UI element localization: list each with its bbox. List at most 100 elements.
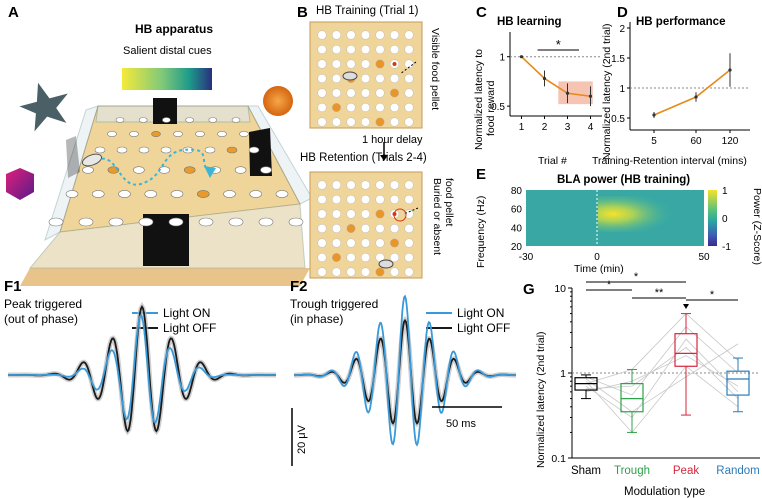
hole	[317, 238, 327, 248]
f2-line1: Trough triggered	[290, 297, 379, 311]
svg-text:Normalized latency (2nd trial): Normalized latency (2nd trial)	[601, 23, 613, 160]
panel-c-label: C	[476, 4, 487, 21]
g-paired-line	[585, 346, 739, 399]
f1-light-off-trace	[8, 305, 276, 433]
hole	[331, 30, 342, 40]
g-xtick-label-random: Random	[716, 465, 759, 477]
hole	[223, 190, 236, 198]
heatmap-colorbar	[708, 190, 717, 246]
hole	[317, 223, 327, 234]
hole	[115, 117, 125, 123]
hole	[168, 217, 184, 227]
hole	[331, 252, 342, 263]
g-paired-line	[585, 343, 739, 413]
d-xtick-label: 60	[690, 136, 702, 147]
hole	[360, 194, 371, 205]
hole	[260, 166, 272, 174]
orange-ball-cue	[263, 86, 293, 116]
hole	[331, 209, 342, 219]
g-sig-label: **	[655, 287, 664, 299]
hole	[404, 194, 414, 205]
hole	[404, 88, 414, 98]
hole	[160, 146, 172, 154]
hole	[360, 267, 371, 277]
hole	[375, 73, 385, 84]
hole	[375, 238, 385, 248]
hole	[234, 166, 247, 174]
hole	[389, 223, 400, 234]
hole	[389, 44, 400, 55]
distal-cue-colorbar	[122, 68, 212, 90]
panel-a-title: HB apparatus	[135, 22, 214, 36]
hole	[375, 223, 385, 234]
hole	[249, 190, 263, 198]
hole	[404, 44, 414, 55]
d-series-line	[653, 69, 731, 116]
hole	[346, 194, 356, 205]
d-ytick-label: 1.5	[611, 54, 625, 65]
e-xtick-label: 50	[698, 252, 710, 263]
panel-d-label: D	[617, 4, 628, 21]
hole	[360, 238, 371, 248]
hole	[151, 131, 161, 138]
d-ytick-label: 1	[619, 84, 625, 95]
hole	[133, 166, 145, 174]
g-xtick-label-peak: Peak	[673, 465, 699, 477]
mouse-figure	[81, 153, 103, 167]
chart-c: Normalized latency to food reward Trial …	[473, 32, 602, 167]
hole	[91, 190, 105, 198]
d-ytick-label: 2	[619, 24, 625, 35]
hole	[331, 223, 342, 234]
hole	[375, 267, 385, 277]
f2-legend-on: Light ON	[457, 306, 505, 320]
hole	[360, 209, 371, 219]
panel-b-retention-title: HB Retention (Trials 2-4)	[300, 152, 427, 164]
hole	[258, 217, 274, 227]
hole	[360, 180, 371, 190]
hole	[183, 166, 196, 174]
g-sig-label: *	[634, 271, 639, 283]
svg-text:Normalized latency to: Normalized latency to	[473, 49, 485, 150]
hole	[389, 117, 400, 127]
buried-pellet-label-1: Buried or absent	[431, 178, 443, 255]
d-xtick-label: 5	[651, 136, 657, 147]
hole	[375, 180, 385, 190]
panel-e-label: E	[476, 166, 487, 183]
panel-b-delay-label: 1 hour delay	[362, 134, 423, 146]
panel-d-title: HB performance	[636, 16, 726, 28]
hole	[346, 180, 356, 190]
svg-text:food reward: food reward	[485, 80, 497, 136]
hole	[346, 30, 356, 40]
hole	[404, 238, 414, 248]
panel-f2-label: F2	[290, 278, 308, 295]
hole	[331, 180, 342, 190]
panel-a-cues-label: Salient distal cues	[123, 45, 212, 57]
hole	[389, 238, 400, 248]
g-ytick-label: 1	[560, 368, 566, 380]
hole	[331, 73, 342, 84]
hole	[173, 131, 183, 138]
visible-pellet-label: Visible food pellet	[429, 28, 441, 110]
d-point	[728, 68, 732, 72]
c-ytick-label: 1	[499, 53, 505, 64]
hole	[331, 267, 342, 277]
hole	[404, 102, 414, 113]
g-paired-line	[585, 313, 739, 385]
hole	[129, 131, 139, 138]
hole	[239, 131, 249, 138]
hole	[317, 209, 327, 219]
hole	[404, 30, 414, 40]
hole	[118, 190, 131, 198]
e-cbar-tick: -1	[722, 242, 731, 253]
chart-d: Normalized latency (2nd trial) Training-…	[592, 22, 750, 167]
hole	[360, 59, 371, 69]
g-paired-line	[585, 365, 739, 434]
hole	[317, 88, 327, 98]
hole	[65, 190, 79, 198]
hole	[331, 117, 342, 127]
hole	[389, 194, 400, 205]
f2-light-off-trace	[294, 318, 516, 425]
hole	[360, 44, 371, 55]
panel-b-training-title: HB Training (Trial 1)	[316, 5, 419, 17]
